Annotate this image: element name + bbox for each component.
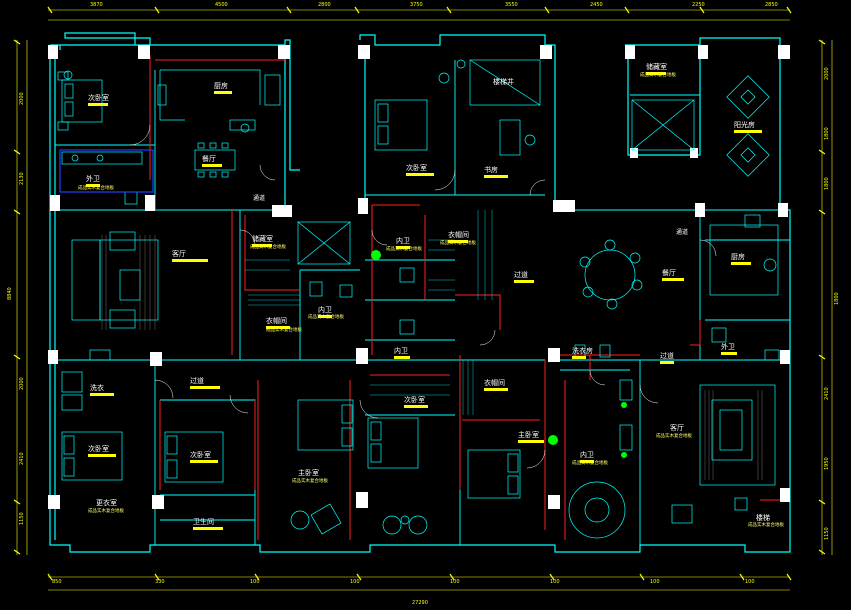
dim-right-1: 1800 [824, 127, 830, 140]
dim-left-1: 2130 [19, 172, 25, 185]
dimension-lines [13, 6, 833, 591]
dim-right-0: 2000 [824, 67, 830, 80]
dim-bottom-0: 850 [52, 579, 62, 585]
room-label: 外卫 [721, 344, 737, 355]
room-label: 厨房 [214, 83, 232, 94]
room-label: 餐厅 [202, 156, 222, 167]
dim-left-5: 1150 [19, 512, 25, 525]
dim-bottom-1: 330 [155, 579, 165, 585]
room-label: 卫生间 [193, 519, 223, 530]
room-label: 次卧室 [88, 446, 116, 457]
dim-right-4: 2410 [824, 387, 830, 400]
floor-note: 成品实木复合地板 [572, 461, 608, 466]
room-label: 衣帽间 [448, 232, 469, 243]
room-label: 衣帽间 [266, 318, 290, 329]
dim-bottom-5: 100 [550, 579, 560, 585]
floor-note: 成品实木复合地板 [748, 523, 784, 528]
room-label: 衣帽间 [484, 380, 508, 391]
room-label: 主卧室 [518, 432, 544, 443]
room-label: 外卫 [86, 176, 100, 187]
passage-note: 通道 [253, 195, 266, 202]
dim-bottom-6: 100 [650, 579, 660, 585]
dim-left-4: 2410 [19, 452, 25, 465]
dim-bottom-3: 100 [350, 579, 360, 585]
room-label: 内卫 [396, 238, 410, 249]
room-label: 储藏室 [646, 64, 667, 75]
door-swings [129, 124, 717, 469]
room-label: 内卫 [580, 452, 594, 463]
dim-top-4: 2800 [318, 2, 331, 8]
dim-top-7: 3550 [505, 2, 518, 8]
room-label: 过道 [660, 353, 674, 364]
dim-total: 27290 [412, 600, 428, 606]
room-label: 储藏室 [252, 236, 273, 247]
floor-note: 成品实木复合地板 [656, 434, 692, 439]
floor-note: 成品实木复合地板 [78, 186, 114, 191]
dim-left-3: 2000 [19, 377, 25, 390]
structural-columns [48, 45, 790, 509]
inner-walls [55, 60, 790, 545]
floor-note: 成品实木复合地板 [250, 245, 286, 250]
room-label: 书房 [484, 167, 508, 178]
outer-walls [49, 32, 791, 553]
room-label: 次卧室 [404, 397, 428, 408]
furniture [57, 59, 780, 539]
dim-bottom-2: 100 [250, 579, 260, 585]
floor-note: 成品实木复合地板 [88, 509, 124, 514]
dim-right-2: 1800 [824, 177, 830, 190]
room-label: 楼梯井 [493, 78, 514, 86]
floor-note: 成品实木复合地板 [440, 241, 476, 246]
room-label: 阳光房 [734, 122, 762, 133]
dim-right-3: 1800 [834, 292, 840, 305]
floor-note: 成品实木复合地板 [308, 315, 344, 320]
room-label: 楼梯 [756, 514, 770, 522]
floor-note: 成品实木复合地板 [266, 328, 302, 333]
room-label: 洗衣 [90, 385, 114, 396]
partition-lines [149, 55, 790, 540]
passage-note: 通道 [676, 229, 689, 236]
dim-right-6: 1150 [824, 527, 830, 540]
floor-note: 成品实木复合地板 [386, 247, 422, 252]
room-label: 主卧室 [298, 469, 319, 477]
room-label: 过道 [514, 272, 534, 283]
room-label: 次卧室 [190, 452, 218, 463]
plant-icons [371, 250, 627, 458]
room-label: 内卫 [394, 348, 410, 359]
dim-top-5: 3750 [410, 2, 423, 8]
room-label: 更衣室 [96, 499, 117, 507]
room-label: 洗衣房 [572, 348, 593, 359]
room-label: 餐厅 [662, 270, 684, 281]
dim-top-10: 2250 [692, 2, 705, 8]
dim-top-8: 2450 [590, 2, 603, 8]
room-label: 次卧室 [88, 95, 109, 106]
room-label: 客厅 [670, 424, 684, 432]
room-label: 次卧室 [406, 165, 434, 176]
dim-right-5: 1950 [824, 457, 830, 470]
room-label: 厨房 [731, 254, 751, 265]
dim-top-2: 4500 [215, 2, 228, 8]
dim-bottom-4: 100 [450, 579, 460, 585]
room-label: 客厅 [172, 251, 208, 262]
room-label: 过道 [190, 378, 220, 389]
dim-top-1: 3870 [90, 2, 103, 8]
dim-top-12: 2850 [765, 2, 778, 8]
floor-note: 成品实木复合地板 [640, 73, 676, 78]
dim-left-0: 2000 [19, 92, 25, 105]
dim-bottom-7: 100 [745, 579, 755, 585]
dim-left-2: 8840 [7, 287, 13, 300]
room-label: 内卫 [318, 307, 332, 318]
floor-note: 成品实木复合地板 [292, 479, 328, 484]
